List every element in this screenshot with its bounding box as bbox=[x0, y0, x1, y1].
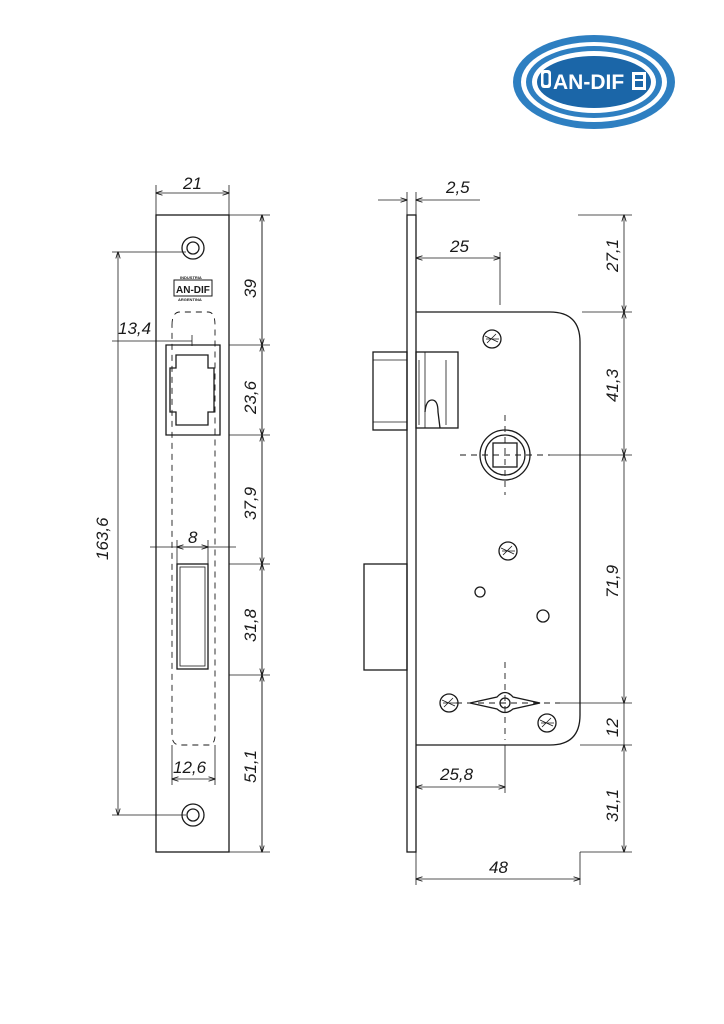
dim-case-to-bottom: 31,1 bbox=[603, 789, 622, 822]
deadbolt bbox=[363, 563, 408, 671]
case-screw-middle bbox=[498, 541, 518, 561]
dim-bolt-slot-width: 12,6 bbox=[173, 758, 207, 777]
dim-key-backset: 25,8 bbox=[439, 765, 474, 784]
dim-bolt-width: 8 bbox=[188, 528, 198, 547]
dim-key-to-screw: 12 bbox=[603, 718, 622, 737]
case-screw-bottom-right bbox=[537, 713, 557, 733]
latch-bolt bbox=[372, 351, 459, 431]
dim-bolt-height: 31,8 bbox=[241, 608, 260, 642]
left-dimensions: 21 163,6 13,4 39 23,6 37,9 31,8 51,1 8 bbox=[93, 174, 270, 852]
case-hidden-outline bbox=[171, 311, 216, 746]
dim-latch-offset: 13,4 bbox=[118, 319, 151, 338]
keyhole bbox=[456, 662, 560, 740]
rivet-hole-1 bbox=[474, 586, 486, 598]
rivet-hole-2 bbox=[536, 609, 550, 623]
dim-top-to-latch: 39 bbox=[241, 279, 260, 298]
dim-faceplate-width: 21 bbox=[182, 174, 202, 193]
dim-latch-height: 23,6 bbox=[241, 380, 260, 415]
faceplate-side bbox=[406, 214, 417, 853]
case-screw-top bbox=[482, 329, 502, 349]
case-screw-bottom-left bbox=[439, 693, 459, 713]
stamp-brand-text: AN-DIF bbox=[176, 285, 210, 296]
lock-case bbox=[416, 311, 581, 746]
key-icon bbox=[541, 70, 551, 88]
stamp-bottom-text: ARGENTINA bbox=[178, 297, 202, 302]
lock-body-icon bbox=[632, 72, 646, 90]
logo-core bbox=[537, 56, 651, 108]
logo-brand-text: AN-DIF bbox=[553, 71, 624, 94]
dim-plate-thickness: 2,5 bbox=[445, 178, 470, 197]
faceplate-outline bbox=[155, 214, 230, 853]
faceplate-front-view: INDUSTRIA AN-DIF ARGENTINA bbox=[155, 214, 230, 853]
dim-hole-spacing: 163,6 bbox=[93, 517, 112, 560]
dim-handle-to-key: 71,9 bbox=[603, 564, 622, 598]
dim-case-depth: 48 bbox=[489, 858, 508, 877]
dim-backset: 25 bbox=[449, 237, 469, 256]
dim-bolt-to-hole: 51,1 bbox=[241, 750, 260, 783]
deadbolt-slot-inner bbox=[179, 566, 206, 667]
lock-side-view bbox=[363, 214, 581, 853]
top-screw-hole bbox=[181, 236, 205, 260]
dim-top-to-case: 27,1 bbox=[603, 239, 622, 273]
latch-opening bbox=[165, 344, 221, 436]
faceplate-stamp: INDUSTRIA AN-DIF ARGENTINA bbox=[173, 275, 213, 302]
spindle-hub bbox=[460, 415, 550, 495]
stamp-top-text: INDUSTRIA bbox=[180, 275, 202, 280]
dim-latch-to-bolt: 37,9 bbox=[241, 486, 260, 520]
right-dimensions: 2,5 25 25,8 48 27,1 41,3 71,9 12 31,1 bbox=[378, 178, 632, 885]
brand-logo: AN-DIF bbox=[513, 35, 675, 129]
dim-case-to-handle: 41,3 bbox=[603, 368, 622, 402]
deadbolt-slot-outer bbox=[176, 563, 209, 670]
